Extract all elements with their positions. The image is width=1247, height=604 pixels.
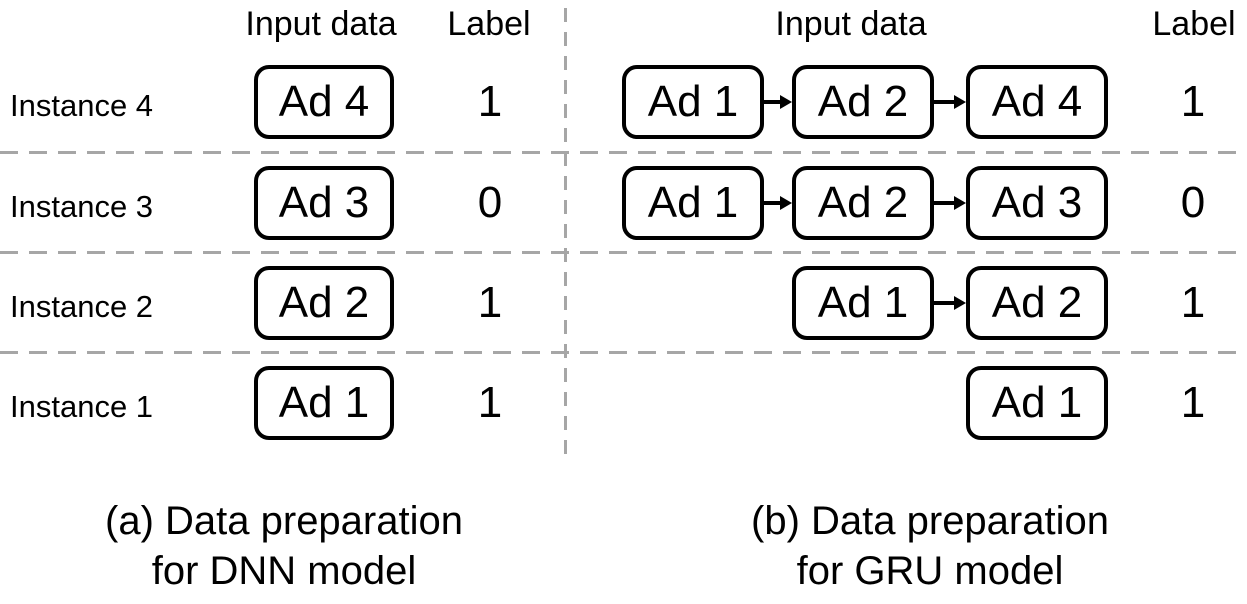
panel-a-caption-line2: for DNN model — [151, 549, 417, 593]
ad-box: Ad 1 — [254, 366, 394, 440]
arrow-shaft — [934, 301, 957, 305]
ad-box: Ad 3 — [254, 166, 394, 240]
ad-box: Ad 1 — [792, 266, 934, 340]
ad-box: Ad 1 — [622, 166, 764, 240]
arrow-head — [780, 95, 792, 109]
label-value: 1 — [477, 378, 503, 427]
instance-label: Instance 2 — [10, 289, 154, 324]
arrow-icon — [934, 196, 966, 210]
panel-divider-dashed — [564, 8, 567, 460]
row-divider-dashed — [0, 351, 1247, 354]
panel-b-header-input-data: Input data — [775, 5, 927, 43]
label-value: 0 — [1180, 178, 1206, 227]
instance-label: Instance 4 — [10, 88, 154, 123]
label-value: 1 — [1180, 77, 1206, 126]
ad-box: Ad 2 — [254, 266, 394, 340]
instance-label: Instance 3 — [10, 189, 154, 224]
row-divider-dashed — [0, 251, 1247, 254]
arrow-shaft — [764, 100, 783, 104]
label-value: 1 — [1180, 378, 1206, 427]
arrow-icon — [764, 95, 792, 109]
panel-b-header-label: Label — [1152, 5, 1236, 43]
arrow-head — [954, 196, 966, 210]
ad-box: Ad 1 — [966, 366, 1108, 440]
arrow-shaft — [934, 100, 957, 104]
ad-box: Ad 2 — [792, 166, 934, 240]
panel-b-caption-line2: for GRU model — [796, 549, 1064, 593]
label-value: 1 — [477, 77, 503, 126]
ad-box: Ad 2 — [792, 65, 934, 139]
panel-a-caption-line1: (a) Data preparation — [105, 499, 463, 543]
panel-a-header-input-data: Input data — [245, 5, 397, 43]
panel-b-caption-line1: (b) Data preparation — [751, 499, 1109, 543]
label-value: 1 — [1180, 278, 1206, 327]
arrow-head — [780, 196, 792, 210]
arrow-head — [954, 95, 966, 109]
ad-box: Ad 3 — [966, 166, 1108, 240]
label-value: 0 — [477, 178, 503, 227]
instance-label: Instance 1 — [10, 389, 154, 424]
arrow-head — [954, 296, 966, 310]
panel-a-header-label: Label — [447, 5, 531, 43]
row-divider-dashed — [0, 151, 1247, 154]
ad-box: Ad 1 — [622, 65, 764, 139]
label-value: 1 — [477, 278, 503, 327]
arrow-shaft — [934, 201, 957, 205]
arrow-shaft — [764, 201, 783, 205]
arrow-icon — [764, 196, 792, 210]
arrow-icon — [934, 95, 966, 109]
ad-box: Ad 2 — [966, 266, 1108, 340]
arrow-icon — [934, 296, 966, 310]
panel-b-caption: (b) Data preparation for GRU model — [751, 496, 1109, 596]
ad-box: Ad 4 — [966, 65, 1108, 139]
ad-box: Ad 4 — [254, 65, 394, 139]
panel-a-caption: (a) Data preparation for DNN model — [105, 496, 463, 596]
